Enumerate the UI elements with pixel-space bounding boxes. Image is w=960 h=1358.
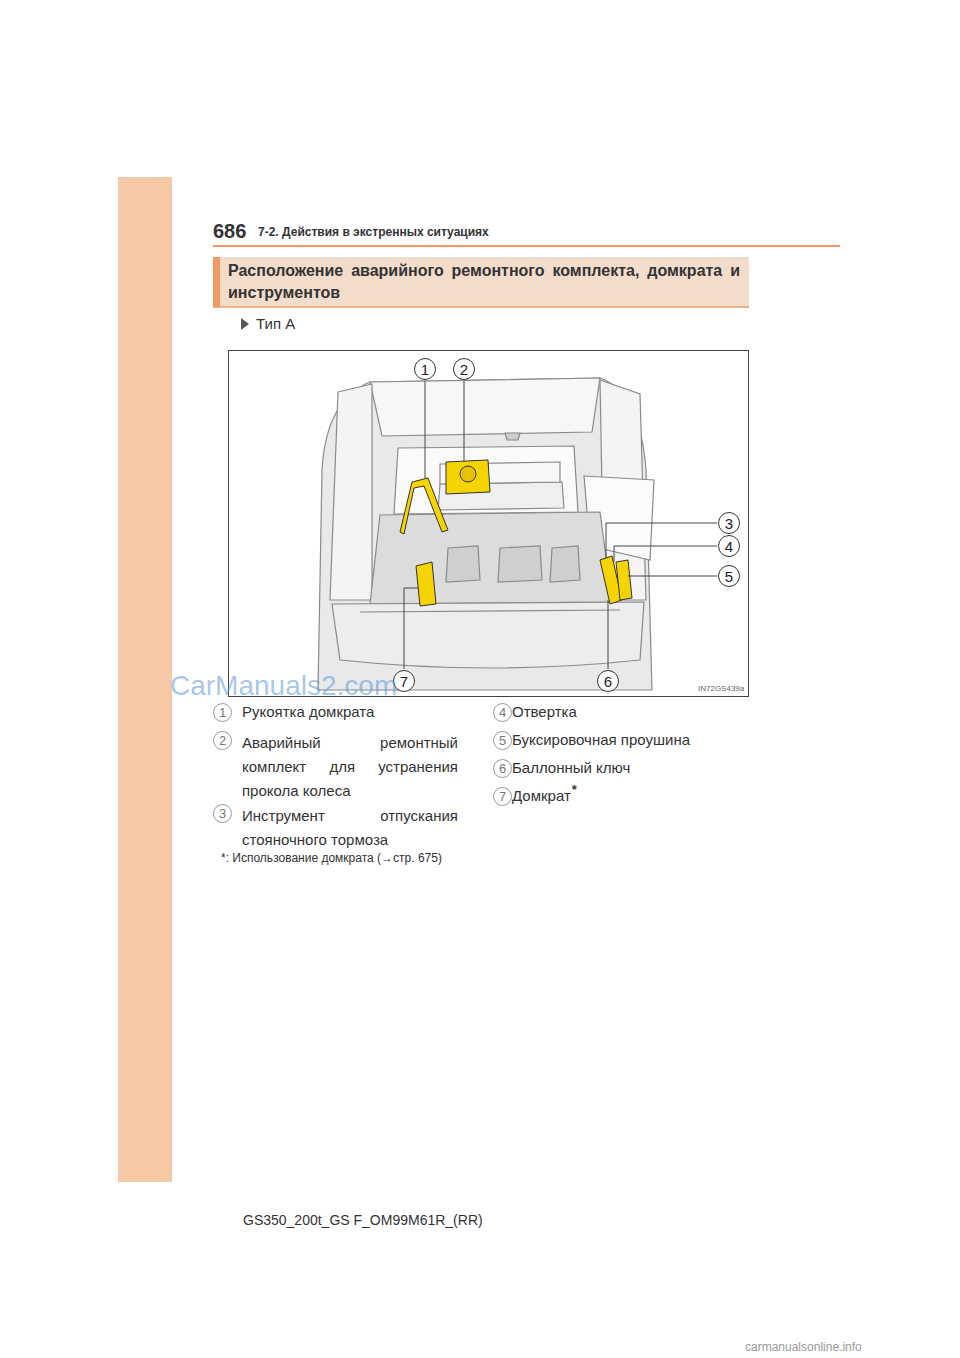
- legend-number: 6: [493, 759, 512, 778]
- header-rule: [213, 245, 840, 247]
- bullet-arrow: [241, 318, 249, 330]
- callout-circle: 2: [453, 358, 475, 380]
- footer-code: GS350_200t_GS F_OM99M61R_(RR): [243, 1212, 483, 1230]
- title-rule: [213, 306, 749, 308]
- item-text: Аварийный ремонтный комплект для устране…: [242, 731, 458, 803]
- callout-number: 3: [219, 807, 226, 820]
- page-number: 686: [213, 219, 246, 244]
- callout-circle: 3: [718, 512, 740, 534]
- trunk-illustration: [318, 378, 654, 690]
- item-text: Домкрат: [512, 787, 571, 806]
- legend-number: 7: [493, 787, 512, 806]
- legend-number: 3: [213, 804, 232, 823]
- legend-number: 1: [213, 703, 232, 722]
- yellow-parts: [400, 460, 632, 606]
- legend-number: 5: [493, 731, 512, 750]
- item-text: Рукоятка домкрата: [242, 703, 374, 722]
- callout-number: 6: [499, 762, 506, 775]
- title-band: [213, 257, 749, 307]
- leader-lines: [404, 381, 717, 669]
- item-text: Буксировочная проушина: [512, 731, 690, 750]
- callout-number: 5: [499, 734, 506, 747]
- callout-number: 7: [400, 674, 408, 689]
- footnote-mark: *: [572, 782, 577, 798]
- legend-number: 2: [213, 731, 232, 750]
- figure-frame: [229, 351, 749, 697]
- callout-circle: 5: [718, 565, 740, 587]
- side-band: [118, 177, 172, 1182]
- callout-number: 4: [499, 706, 506, 719]
- chapter-header: 7-2. Действия в экстренных ситуациях: [258, 225, 489, 240]
- watermark: CarManuals2.com: [170, 668, 397, 703]
- callout-number: 5: [725, 569, 733, 584]
- item-text: Баллонный ключ: [512, 759, 630, 778]
- callout-number: 4: [725, 539, 733, 554]
- callout-number: 1: [421, 362, 429, 377]
- callout-number: 3: [725, 516, 733, 531]
- callout-circle: 6: [597, 670, 619, 692]
- callout-number: 1: [219, 706, 226, 719]
- figure-code: IN72GS439a: [698, 684, 744, 694]
- legend-number: 4: [493, 703, 512, 722]
- footnote: *: Использование домкрата (→стр. 675): [221, 851, 442, 866]
- callout-circle: 1: [414, 358, 436, 380]
- callout-circle: 4: [718, 535, 740, 557]
- callout-number: 7: [499, 790, 506, 803]
- item-text: Инструмент отпускания стояночного тормоз…: [242, 804, 458, 852]
- callout-number: 2: [219, 734, 226, 747]
- title-accent: [213, 257, 220, 307]
- callout-number: 6: [604, 674, 612, 689]
- section-title: Расположение аварийного ремонтного компл…: [228, 260, 740, 304]
- item-text: Отвертка: [512, 703, 577, 722]
- callout-number: 2: [460, 362, 468, 377]
- watermark: carmanualsonline.info: [745, 1340, 862, 1355]
- type-label: Тип А: [256, 315, 295, 334]
